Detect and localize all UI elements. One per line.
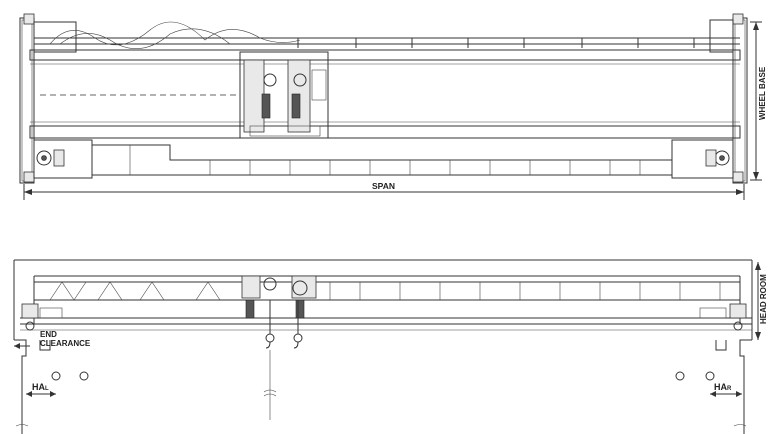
span-label: SPAN [372,181,395,191]
right-end-carriage [732,13,748,184]
ha-left-label: HAL [32,382,49,392]
girders-plan [29,49,741,139]
crane-hook-icon [265,333,275,349]
end-truck-icon [705,149,730,167]
end-clearance-line1: END [40,330,57,339]
trolley-hoist-icon [239,51,329,139]
wheel-base-label: WHEEL BASE [758,66,767,120]
left-end-carriage [19,13,35,184]
end-clearance-line2: CLEARANCE [40,339,91,348]
head-room-dimension: HEAD ROOM [755,262,768,340]
ha-left-dimension: HAL [26,382,56,397]
ha-right-label: HAR [714,382,732,392]
lower-girder [92,144,673,176]
elevation-view: HEAD ROOM END CLEARANCE HAL HAR [13,259,768,434]
walkway-railing [34,21,740,49]
wheel-base-dimension: WHEEL BASE [750,21,767,181]
end-clearance-callout: END CLEARANCE [14,330,91,349]
truss-diagonals [49,281,221,301]
ha-right-dimension: HAR [710,382,742,397]
crane-hook-icon [51,371,715,381]
head-room-label: HEAD ROOM [759,274,768,324]
left-column [14,339,51,434]
end-truck-icon [21,303,63,331]
end-truck-icon [699,303,747,331]
railing-posts [297,38,695,48]
railing-posts-elevation [329,282,721,300]
end-truck-icon [36,149,65,167]
right-column [715,339,752,434]
trolley-hoist-icon [241,275,317,319]
plan-view: SPAN WHEEL BASE [19,13,767,200]
span-dimension: SPAN [23,181,745,200]
bridge-girder-elevation [20,275,752,331]
crane-hook-icon [293,333,303,349]
